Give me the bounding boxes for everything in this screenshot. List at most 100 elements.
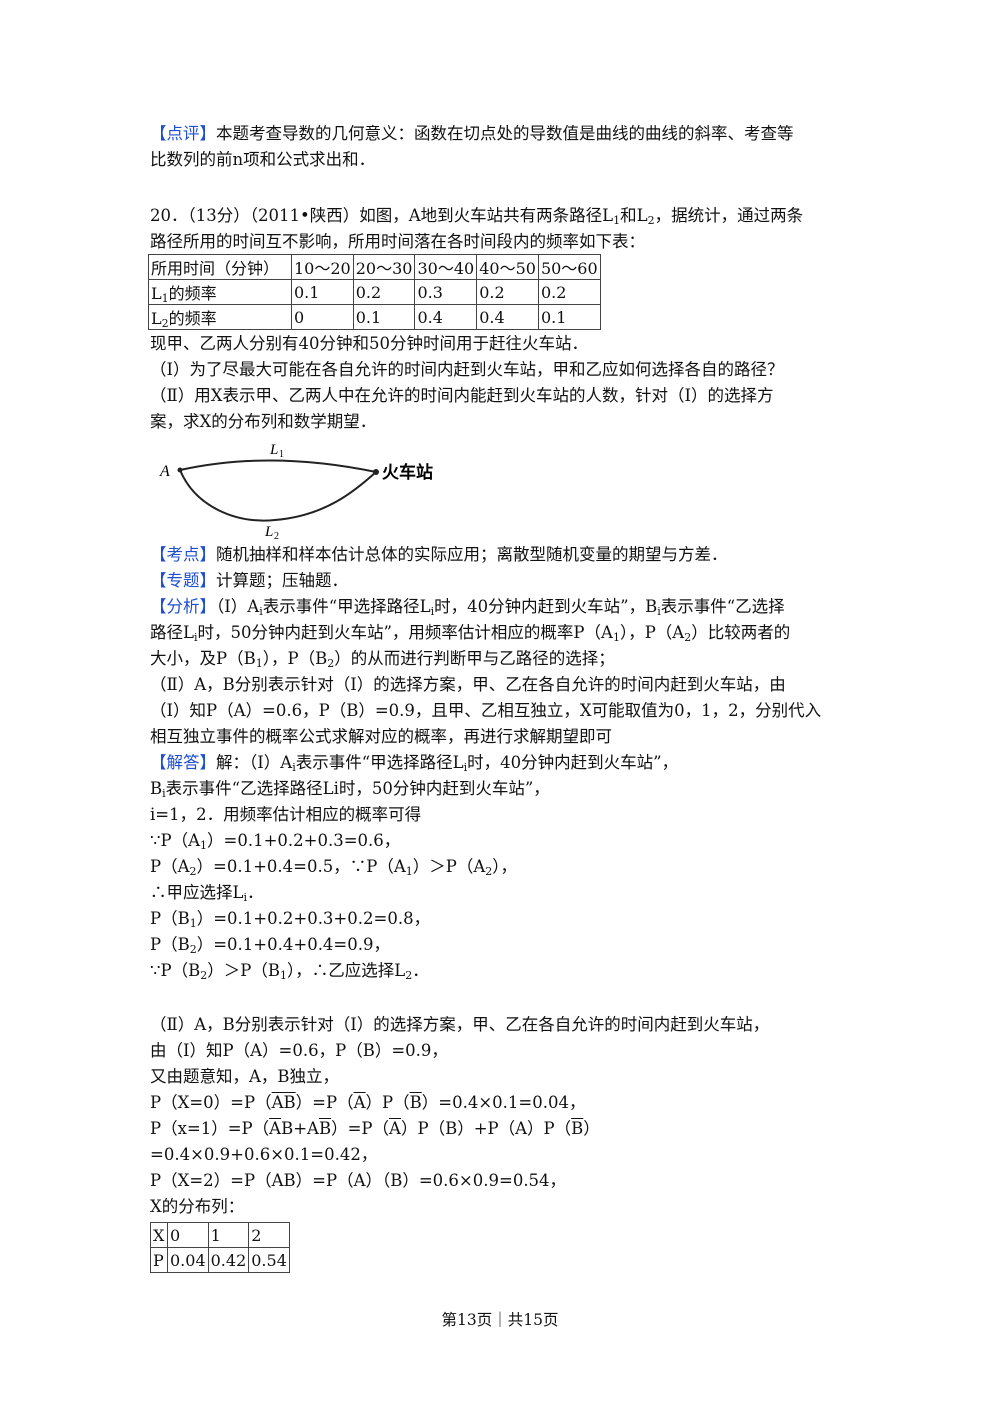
review-line-2: 比数列的前n项和公式求出和． — [150, 150, 376, 169]
table-header-cell: 所用时间（分钟） — [148, 254, 292, 280]
analysis-text: ），P（A — [619, 623, 685, 642]
problem-header-text: ，据统计，通过两条 — [654, 206, 804, 225]
kaodian-line: 【考点】随机抽样和样本估计总体的实际应用；离散型随机变量的期望与方差． — [150, 542, 728, 568]
table-header-cell: 30～40 — [414, 254, 478, 280]
p-x1-result: =0.4×0.9+0.6×0.1=0.42， — [150, 1145, 378, 1164]
analysis-text: ），P（B — [262, 649, 328, 668]
table-cell: 0.3 — [414, 279, 478, 305]
subscript: 2 — [405, 969, 413, 982]
solution-text: ）＞P（A — [412, 857, 486, 876]
subscript: 1 — [612, 631, 620, 644]
analysis-line-6: 相互独立事件的概率公式求解对应的概率，再进行求解期望即可 — [150, 727, 612, 746]
overline-text: AB — [271, 1093, 296, 1112]
analysis-text: （Ⅰ）A — [216, 597, 260, 616]
problem-line-2: 路径所用的时间互不影响，所用时间落在各时间段内的频率如下表： — [150, 232, 645, 251]
solution-text: P（x=1）=P（ — [150, 1119, 270, 1138]
subscript: 2 — [647, 214, 655, 227]
table-row: 所用时间（分钟） 10～20 20～30 30～40 40～50 50～60 — [148, 254, 601, 280]
solution-line-2: Bi表示事件“乙选择路径Li时，50分钟内赶到火车站”， — [150, 776, 550, 802]
path-l2 — [179, 469, 377, 522]
solution-line-6: ∴甲应选择Li． — [150, 880, 264, 906]
table-cell: 0 — [291, 304, 354, 330]
analysis-text: ）比较两者的 — [691, 623, 791, 642]
analysis-text: 时，50分钟内赶到火车站”，用频率估计相应的概率P（A — [197, 623, 613, 642]
solution-text: B+A — [281, 1119, 319, 1138]
kaodian-tag: 【考点】 — [150, 545, 216, 564]
overline-text: B — [409, 1093, 422, 1112]
subscript: i — [162, 787, 166, 800]
subscript: 2 — [684, 631, 692, 644]
solution-text: ）， — [492, 857, 518, 876]
solution-line-3: i=1，2．用频率估计相应的概率可得 — [150, 805, 422, 824]
analysis-tag: 【分析】 — [150, 597, 216, 616]
table-cell: 0.42 — [207, 1247, 250, 1273]
review-tag: 【点评】 — [150, 124, 216, 143]
subscript: i — [193, 631, 198, 644]
subscript: 2 — [200, 969, 208, 982]
table-header-cell: 10～20 — [291, 254, 354, 280]
overline-text: A — [353, 1093, 366, 1112]
point-a-label: A — [159, 463, 170, 480]
solution-text: ） — [583, 1119, 600, 1138]
solution-text: ）=P（ — [295, 1093, 354, 1112]
p-x2-line: P（X=2）=P（AB）=P（A）（B）=0.6×0.9=0.54， — [150, 1171, 567, 1190]
solution-text: ）=P（ — [331, 1119, 390, 1138]
solution-text: 时，40分钟内赶到火车站”， — [467, 753, 679, 772]
table-row-label: L1的频率 — [148, 279, 292, 305]
solution-text: 表示事件“乙选择路径Li时，50分钟内赶到火车站”， — [165, 779, 550, 798]
solution-text: ． — [412, 961, 429, 980]
subscript: 2 — [161, 317, 169, 330]
subscript: 1 — [161, 292, 169, 305]
route-diagram: A 火车站 L 1 L 2 — [159, 442, 433, 542]
table-header-cell: 1 — [207, 1222, 250, 1248]
frequency-table: 所用时间（分钟） 10～20 20～30 30～40 40～50 50～60 L… — [148, 254, 601, 330]
part2-line-1: （Ⅱ）A，B分别表示针对（Ⅰ）的选择方案，甲、乙在各自允许的时间内赶到火车站， — [150, 1015, 770, 1034]
station-dot — [373, 469, 379, 475]
solution-text: ）=0.1+0.4+0.4=0.9， — [196, 935, 390, 954]
question-2-line-1: （Ⅱ）用X表示甲、乙两人中在允许的时间内能赶到火车站的人数，针对（Ⅰ）的选择方 — [150, 386, 774, 405]
l2-label: L — [264, 524, 273, 540]
review-text-1: 本题考查导数的几何意义：函数在切点处的导数值是曲线的曲线的斜率、考查等 — [216, 124, 794, 143]
table-cell: 0.4 — [414, 304, 478, 330]
analysis-text: 时，40分钟内赶到火车站”，B — [434, 597, 658, 616]
table-cell: 0.1 — [291, 279, 354, 305]
table-row-label: L2的频率 — [148, 304, 292, 330]
solution-text: ）＞P（B — [207, 961, 280, 980]
analysis-text: 表示事件“甲选择路径L — [262, 597, 431, 616]
solution-text: ）=0.1+0.2+0.3+0.2=0.8， — [196, 909, 431, 928]
table-header-cell: 40～50 — [476, 254, 539, 280]
zhuanti-text: 计算题；压轴题． — [216, 571, 348, 590]
solution-text: ）=0.1+0.2+0.3=0.6， — [207, 831, 401, 850]
subscript: i — [463, 761, 468, 774]
analysis-line-2: 路径Li时，50分钟内赶到火车站”，用频率估计相应的概率P（A1），P（A2）比… — [150, 620, 790, 646]
station-label: 火车站 — [382, 462, 433, 483]
solution-text: ）P（B）+P（A）P（ — [400, 1119, 572, 1138]
table-header-cell: 0 — [167, 1222, 209, 1248]
overline-text: B — [571, 1119, 584, 1138]
solution-text: P（A — [150, 857, 190, 876]
solution-text: 表示事件“甲选择路径L — [295, 753, 464, 772]
table-cell: 0.1 — [537, 304, 601, 330]
table-cell: 0.2 — [476, 279, 539, 305]
overline-text: B — [318, 1119, 332, 1138]
problem-line-3: 现甲、乙两人分别有40分钟和50分钟时间用于赶往火车站． — [150, 334, 588, 353]
table-cell: 0.2 — [537, 279, 601, 305]
solution-text: ），∴乙应选择L — [286, 961, 406, 980]
table-header-cell: 50～60 — [537, 254, 601, 280]
solution-text: ∴甲应选择L — [150, 883, 244, 902]
subscript: i — [243, 891, 247, 904]
p-x1-line: P（x=1）=P（AB+AB）=P（A）P（B）+P（A）P（B） — [150, 1116, 600, 1142]
subscript: i — [292, 761, 296, 774]
solution-line-7: P（B1）=0.1+0.2+0.3+0.2=0.8， — [150, 906, 430, 932]
page-footer: 第13页｜共15页 — [441, 1311, 559, 1329]
subscript: 1 — [255, 657, 263, 670]
solution-text: P（X=0）=P（ — [150, 1093, 272, 1112]
subscript: i — [430, 605, 435, 618]
part2-line-3: 又由题意知，A，B独立， — [150, 1067, 340, 1086]
point-a-dot — [177, 467, 183, 473]
solution-text: P（B — [150, 909, 190, 928]
subscript: i — [259, 605, 263, 618]
p-x0-line: P（X=0）=P（AB）=P（A）P（B）=0.4×0.1=0.04， — [150, 1090, 585, 1116]
table-cell: 0.1 — [352, 304, 416, 330]
solution-text: P（B — [150, 935, 190, 954]
